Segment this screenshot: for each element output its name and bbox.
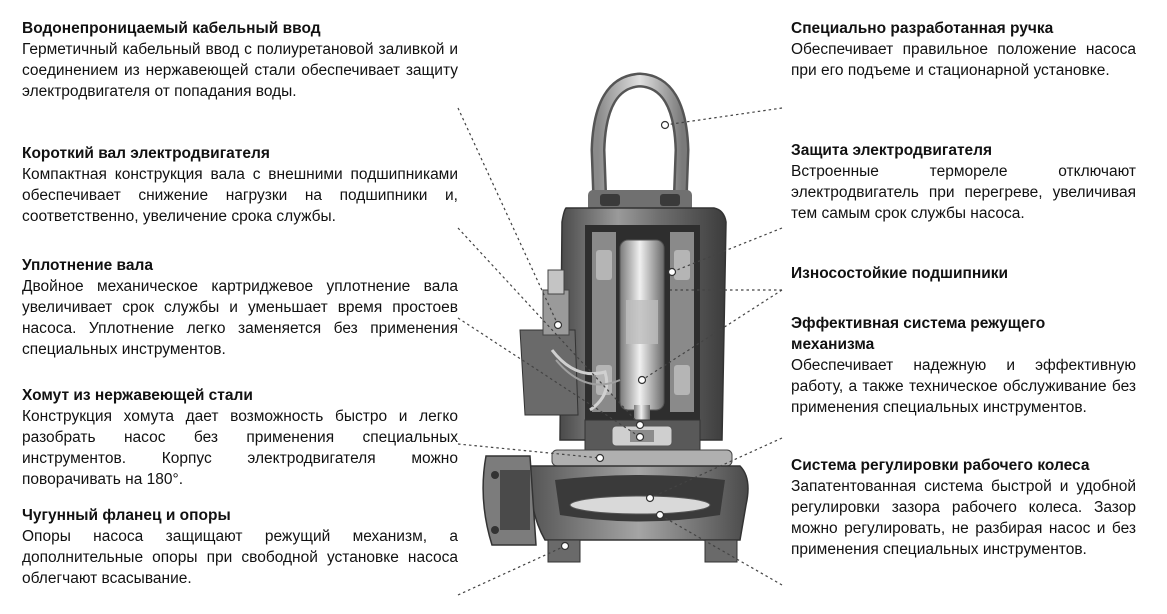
callout-cutting-system: Эффективная система режущего механизма О… bbox=[791, 313, 1136, 418]
volute-flange-part bbox=[482, 455, 749, 563]
callout-short-shaft: Короткий вал электродвигателя Компактная… bbox=[22, 143, 458, 227]
callout-title: Хомут из нержавеющей стали bbox=[22, 387, 253, 404]
callout-body: Обеспечивает надежную и эффективную рабо… bbox=[791, 357, 1136, 416]
callout-cable-entry: Водонепроницаемый кабельный ввод Гермети… bbox=[22, 18, 458, 102]
cable-entry-part bbox=[519, 269, 621, 416]
leader-line-stainless-clamp bbox=[457, 443, 601, 459]
leader-line-cast-iron-flange bbox=[457, 545, 566, 596]
leader-line-cable-entry bbox=[457, 107, 559, 326]
callout-body: Опоры насоса защищают режущий механизм, … bbox=[22, 528, 458, 587]
callout-impeller-adjust: Система регулировки рабочего колеса Запа… bbox=[791, 455, 1136, 560]
callout-body: Компактная конструкция вала с внешними п… bbox=[22, 166, 458, 225]
callout-title: Износостойкие подшипники bbox=[791, 265, 1009, 282]
callout-body: Обеспечивает правильное положение насоса… bbox=[791, 41, 1136, 79]
callout-title: Защита электродвигателя bbox=[791, 142, 993, 159]
callout-title: Уплотнение вала bbox=[22, 257, 153, 274]
callout-handle: Специально разработанная ручка Обеспечив… bbox=[791, 18, 1136, 81]
motor-housing-part bbox=[559, 207, 727, 450]
leader-line-cutting-system bbox=[649, 437, 783, 499]
handle-part bbox=[588, 72, 692, 213]
callout-body: Запатентованная система быстрой и удобно… bbox=[791, 478, 1136, 558]
callout-body: Герметичный кабельный ввод с полиуретано… bbox=[22, 41, 458, 100]
callout-body: Двойное механическое картриджевое уплотн… bbox=[22, 278, 458, 358]
callout-title: Короткий вал электродвигателя bbox=[22, 145, 270, 162]
leader-line-shaft-seal bbox=[457, 317, 641, 438]
callout-title: Система регулировки рабочего колеса bbox=[791, 457, 1090, 474]
callout-cast-iron-flange: Чугунный фланец и опоры Опоры насоса защ… bbox=[22, 505, 458, 589]
callout-shaft-seal: Уплотнение вала Двойное механическое кар… bbox=[22, 255, 458, 360]
leader-line-short-shaft bbox=[457, 227, 641, 426]
callout-motor-protection: Защита электродвигателя Встроенные термо… bbox=[791, 140, 1136, 224]
callout-title: Чугунный фланец и опоры bbox=[22, 507, 231, 524]
leader-line-impeller-adjust bbox=[659, 514, 783, 586]
callout-title: Эффективная система режущего механизма bbox=[791, 315, 1046, 353]
leader-line-bearings bbox=[641, 289, 783, 381]
leader-line-motor-protection bbox=[671, 227, 783, 273]
callout-bearings: Износостойкие подшипники bbox=[791, 263, 1136, 284]
callout-title: Водонепроницаемый кабельный ввод bbox=[22, 20, 321, 37]
callout-title: Специально разработанная ручка bbox=[791, 20, 1054, 37]
callout-body: Встроенные термореле отключают электродв… bbox=[791, 163, 1136, 222]
leader-line-handle bbox=[664, 107, 783, 126]
callout-body: Конструкция хомута дает возможность быст… bbox=[22, 408, 458, 488]
callout-stainless-clamp: Хомут из нержавеющей стали Конструкция х… bbox=[22, 385, 458, 490]
